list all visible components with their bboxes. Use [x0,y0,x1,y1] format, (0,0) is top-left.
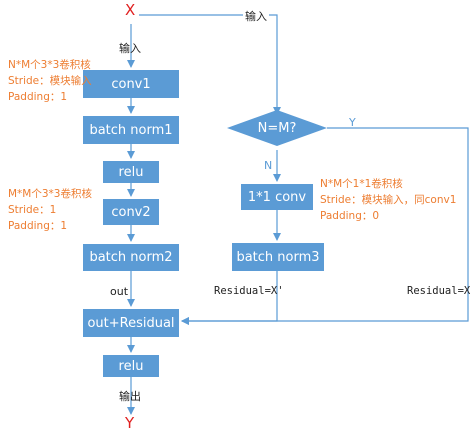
output-y-label: Y [125,414,135,432]
conv1x1-text: 1*1 conv [247,189,307,205]
conv2-note-line-1: M*M个3*3卷积核 [8,188,92,200]
batch-norm2-box: batch norm2 [83,244,179,271]
no-label: N [264,159,273,172]
conv1-note-line-1: N*M个3*3卷积核 [8,59,91,71]
out-label: out [110,285,129,298]
conv1x1-note-line-1: N*M个1*1卷积核 [320,178,403,190]
conv2-note: M*M个3*3卷积核 Stride：1 Padding：1 [8,186,92,234]
relu1-text: relu [118,164,144,180]
relu2-box: relu [103,355,159,377]
input-label-top: 输入 [243,10,269,23]
conv1x1-box: 1*1 conv [241,184,313,210]
batch-norm3-text: batch norm3 [236,249,320,265]
out-residual-box: out+Residual [83,309,179,337]
conv1-text: conv1 [111,76,151,92]
residual-x-label: Residual=X [407,285,471,297]
input-label-left: 输入 [119,42,141,55]
batch-norm1-text: batch norm1 [89,122,173,138]
conv2-note-line-3: Padding：1 [8,220,68,232]
output-label: 输出 [119,390,141,403]
relu2-text: relu [118,358,144,374]
conv1x1-note: N*M个1*1卷积核 Stride：模块输入，同conv1 Padding：0 [320,176,456,224]
input-x-label: X [125,1,136,19]
conv2-text: conv2 [111,204,151,220]
residual-x-prime-label: Residual=X' [214,285,284,297]
conv2-box: conv2 [103,199,159,225]
batch-norm2-text: batch norm2 [89,250,173,265]
relu1-box: relu [103,161,159,183]
decision-text: N=M? [257,121,297,136]
edge-decision-add [181,127,469,325]
decision-diamond [227,110,327,146]
conv1-note: N*M个3*3卷积核 Stride：模块输入 Padding：1 [8,57,92,105]
batch-norm3-box: batch norm3 [232,243,324,271]
conv1x1-note-line-3: Padding：0 [320,210,380,222]
out-residual-text: out+Residual [87,315,175,331]
batch-norm1-box: batch norm1 [83,116,179,144]
conv1x1-note-line-2: Stride：模块输入，同conv1 [320,194,457,206]
yes-label: Y [349,116,356,129]
conv1-note-line-2: Stride：模块输入 [8,75,92,87]
conv1-box: conv1 [83,70,179,98]
conv2-note-line-2: Stride：1 [8,204,57,216]
conv1-note-line-3: Padding：1 [8,91,68,103]
edge-x-decision [139,14,281,115]
